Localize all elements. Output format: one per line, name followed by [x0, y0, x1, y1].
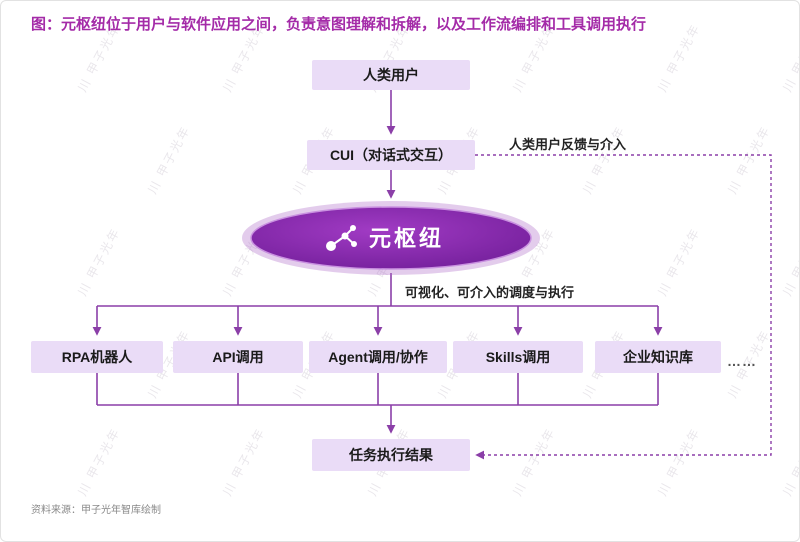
watermark: 川 甲子光年 — [75, 425, 123, 499]
figure-title: 图：元枢纽位于用户与软件应用之间，负责意图理解和拆解，以及工作流编排和工具调用执… — [31, 16, 647, 33]
node-api: API调用 — [173, 341, 303, 373]
feedback-label: 人类用户反馈与介入 — [509, 137, 627, 152]
watermark: 川 甲子光年 — [780, 21, 800, 95]
watermark: 川 甲子光年 — [145, 123, 193, 197]
node-hub: 元枢纽 — [239, 199, 543, 277]
node-cui: CUI（对话式交互） — [307, 140, 475, 170]
watermark: 川 甲子光年 — [780, 425, 800, 499]
node-human-user: 人类用户 — [312, 60, 470, 90]
hub-network-icon — [326, 225, 357, 251]
source-note: 资料来源：甲子光年智库绘制 — [31, 505, 161, 516]
node-knowledge-base: 企业知识库 — [595, 341, 721, 373]
watermark: 川 甲子光年 — [75, 225, 123, 299]
schedule-label: 可视化、可介入的调度与执行 — [405, 285, 575, 300]
more-tools-ellipsis: …… — [727, 353, 757, 369]
node-agent: Agent调用/协作 — [309, 341, 447, 373]
watermark: 川 甲子光年 — [780, 225, 800, 299]
node-rpa: RPA机器人 — [31, 341, 163, 373]
watermark: 川 甲子光年 — [655, 425, 703, 499]
watermark: 川 甲子光年 — [725, 123, 773, 197]
watermark: 川 甲子光年 — [510, 425, 558, 499]
node-task-result: 任务执行结果 — [312, 439, 470, 471]
watermark: 川 甲子光年 — [220, 425, 268, 499]
watermark: 川 甲子光年 — [655, 225, 703, 299]
node-skills: Skills调用 — [453, 341, 583, 373]
hub-label: 元枢纽 — [369, 226, 444, 251]
